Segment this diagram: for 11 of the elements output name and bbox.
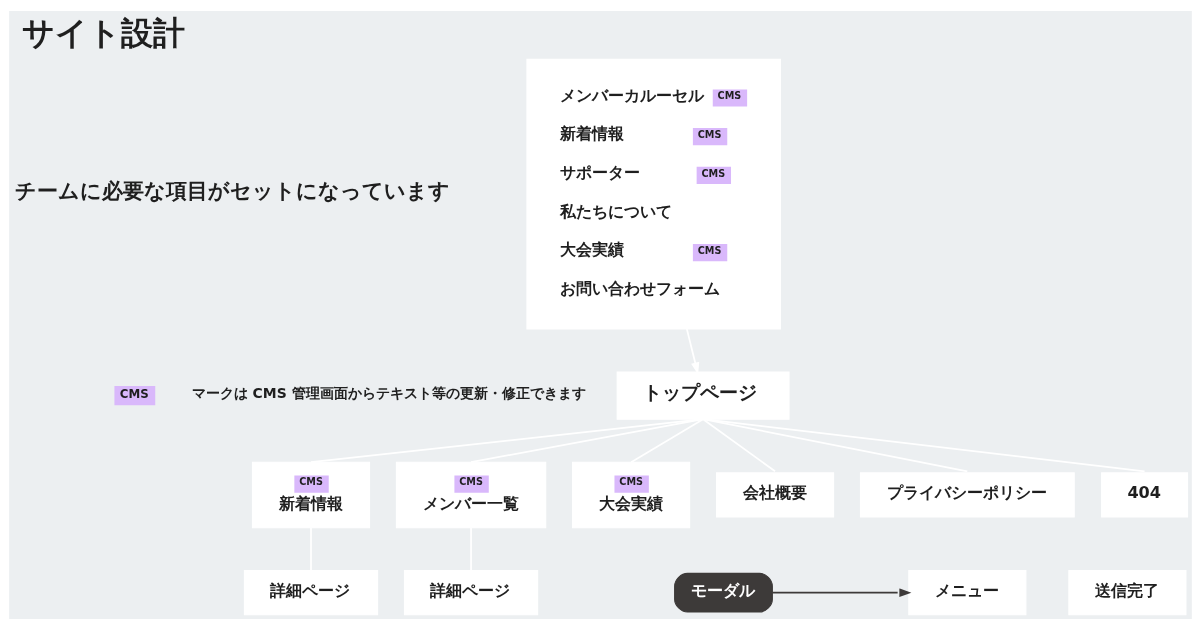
node-box: メンバーカルーセル CMS 新着情報 CMS サポーター CMS 私たちについて 大会実績 CMS お問い合わせフォーム xyxy=(525,58,781,330)
label: CMS xyxy=(119,386,149,401)
arrow xyxy=(771,588,911,597)
node-box: メニュー xyxy=(907,570,1026,616)
node-box: CMS 新着情報 xyxy=(251,461,370,529)
node-box: CMS メンバー一覧 xyxy=(395,461,546,529)
label: チームに必要な項目がセットになっています xyxy=(14,178,450,204)
node-box: CMS 大会実績 xyxy=(571,461,690,529)
diagram-title: サイト設計 xyxy=(21,14,185,53)
node-box: モーダル xyxy=(673,572,773,613)
label: マークは CMS 管理画面からテキスト等の更新・修正できます xyxy=(191,385,586,402)
